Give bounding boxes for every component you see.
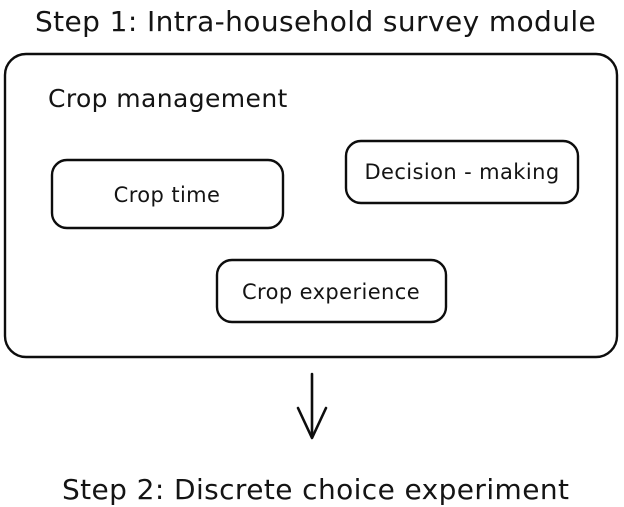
box-decision-making[interactable]: Decision - making (344, 139, 580, 205)
box-decision-making-label: Decision - making (364, 160, 559, 184)
box-crop-experience[interactable]: Crop experience (215, 258, 448, 324)
box-decision-making-shape (344, 139, 580, 205)
down-arrow-head (296, 406, 328, 440)
step-1-title: Step 1: Intra-household survey module (35, 5, 596, 38)
box-crop-time[interactable]: Crop time (50, 158, 285, 230)
box-crop-time-label: Crop time (114, 183, 221, 207)
box-crop-experience-shape (215, 258, 448, 324)
step-2-caption: Step 2: Discrete choice experiment (62, 473, 569, 506)
crop-management-label: Crop management (48, 84, 288, 113)
box-crop-time-shape (50, 158, 285, 230)
survey-module-container (3, 52, 619, 359)
box-crop-experience-label: Crop experience (242, 280, 420, 304)
down-arrow-icon (296, 372, 328, 440)
